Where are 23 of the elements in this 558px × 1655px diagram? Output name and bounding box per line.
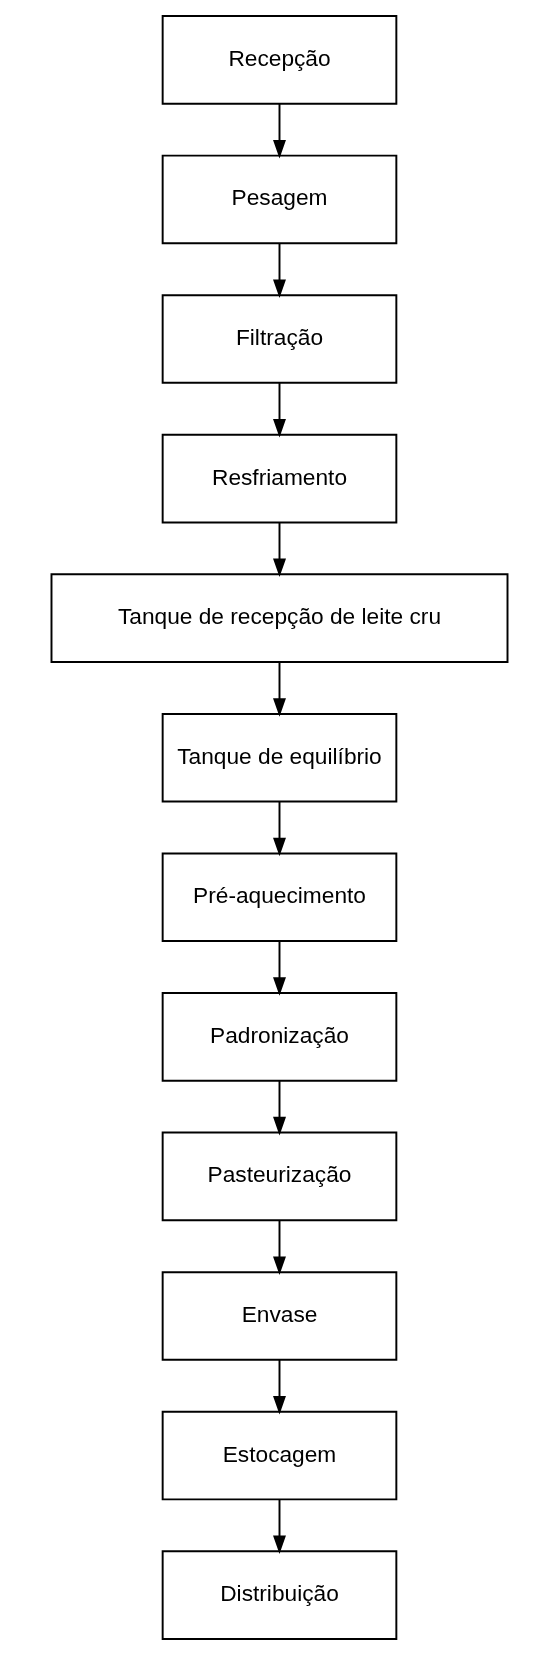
- arrow: [272, 242, 286, 298]
- node-box: Tanque de equilíbrio: [161, 712, 397, 803]
- arrow: [272, 382, 286, 438]
- node-box: Pré-aquecimento: [161, 852, 397, 943]
- node-box: Tanque de recepção de leite cru: [50, 573, 508, 663]
- arrow: [272, 800, 286, 857]
- node-box: Envase: [161, 1271, 397, 1361]
- arrow: [272, 521, 286, 578]
- node-box: Padronização: [161, 992, 397, 1082]
- node-box: Distribuição: [161, 1550, 397, 1640]
- node-box: Recepção: [161, 15, 397, 105]
- arrow: [272, 102, 286, 159]
- node-box: Pesagem: [161, 154, 397, 245]
- arrow: [272, 940, 286, 996]
- node-box: Filtração: [161, 294, 397, 384]
- arrow: [272, 1498, 286, 1555]
- arrow: [272, 1359, 286, 1415]
- node-box: Estocagem: [161, 1410, 397, 1501]
- node-box: Pasteurização: [161, 1131, 397, 1222]
- arrow: [272, 661, 286, 717]
- arrow: [272, 1219, 286, 1275]
- node-box: Resfriamento: [161, 433, 397, 524]
- arrow: [272, 1079, 286, 1136]
